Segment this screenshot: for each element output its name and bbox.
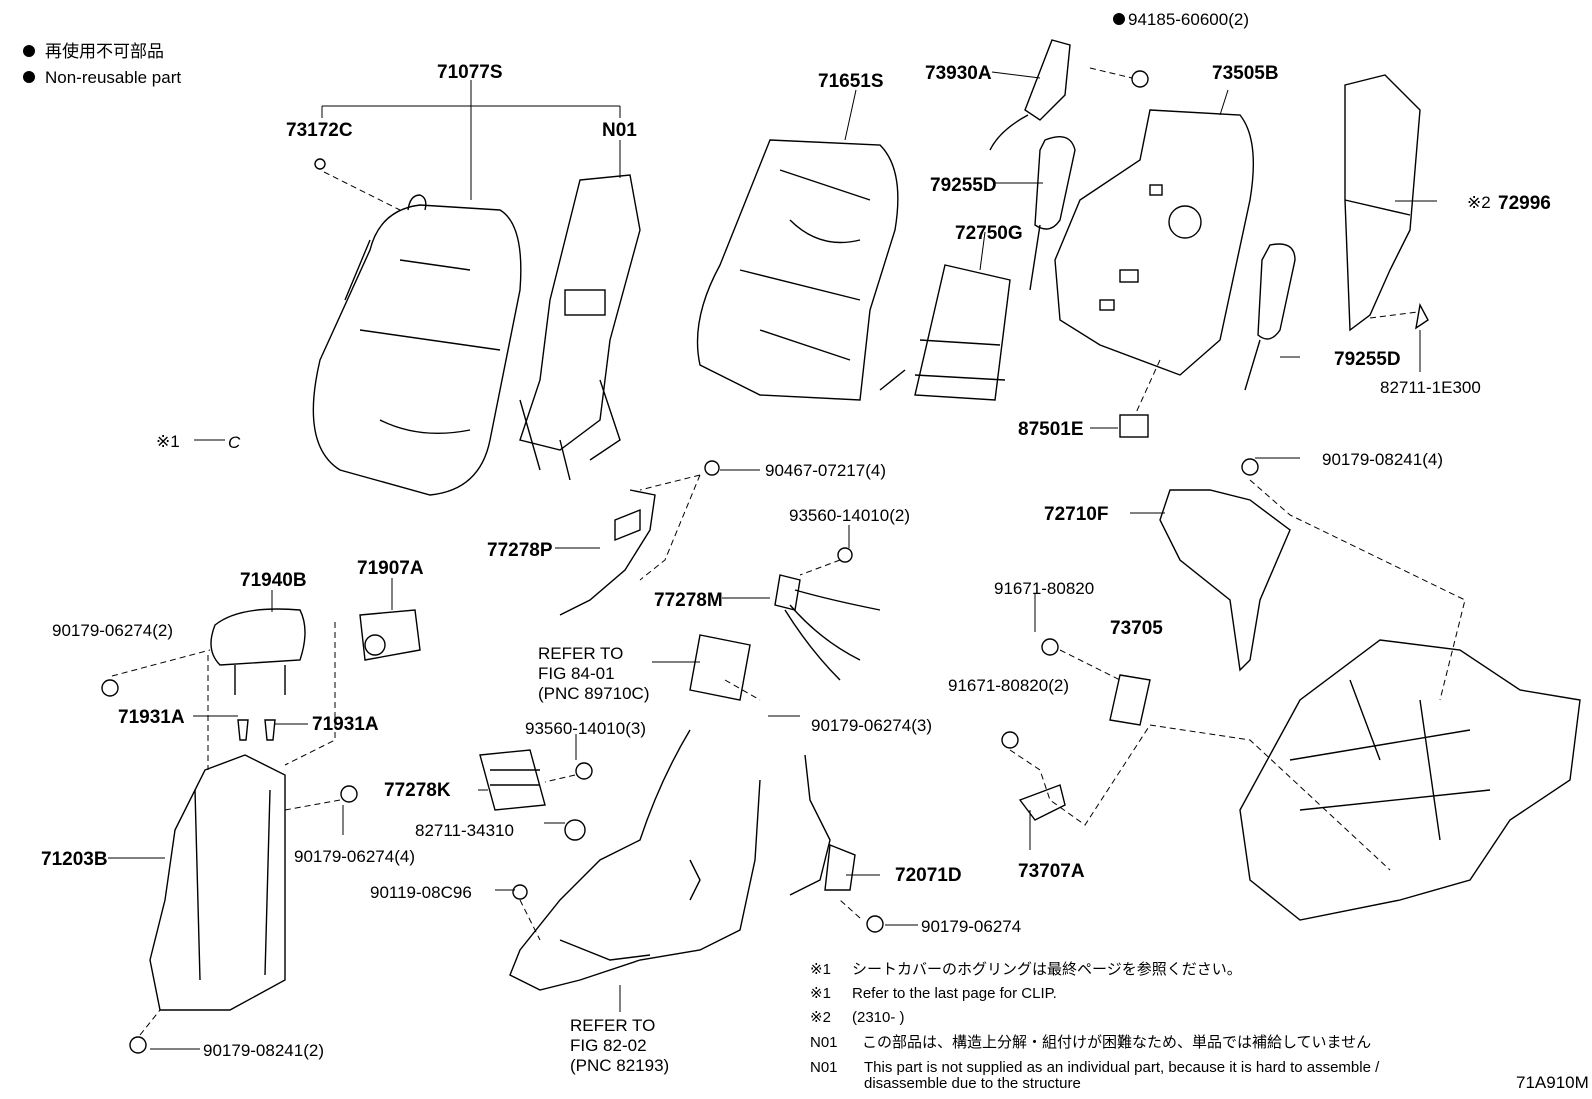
seat-frame-large (1239, 639, 1581, 921)
label-72071d: 72071D (895, 865, 962, 886)
label-73172c: 73172C (286, 120, 353, 141)
label-90467-07217: 90467-07217(4) (765, 461, 886, 480)
note-text: シートカバーのホグリングは最終ページを参照ください。 (852, 961, 1242, 978)
note-text: Refer to the last page for CLIP. (852, 985, 1057, 1002)
note-mark: N01 (810, 1034, 838, 1051)
diagram-code: 71A910M (1516, 1073, 1589, 1092)
harness-72071d (789, 754, 884, 933)
note-mark: ※2 (810, 1009, 831, 1026)
label-refer1-c: (PNC 89710C) (538, 684, 650, 703)
label-71203b: 71203B (41, 849, 108, 870)
label-79255d-right: 79255D (1334, 349, 1401, 370)
seatback-pad-71651s (696, 139, 899, 401)
note-text: This part is not supplied as an individu… (864, 1059, 1380, 1076)
legend: 再使用不可部品 Non-reusable part (23, 41, 181, 87)
label-note1-clip: C (228, 433, 241, 452)
label-90179-06274-2: 90179-06274(2) (52, 621, 173, 640)
label-79255d-left: 79255D (930, 175, 997, 196)
legend-en: Non-reusable part (45, 68, 181, 87)
label-77278p: 77278P (487, 540, 553, 561)
note-text: disassemble due to the structure (864, 1075, 1081, 1092)
note-text: この部品は、構造上分解・組付けが困難なため、単品では補給していません (862, 1034, 1371, 1051)
label-refer1-b: FIG 84-01 (538, 664, 615, 683)
lumbar-pad-79255d-right (1244, 243, 1296, 391)
note-mark: ※1 (810, 985, 831, 1002)
label-90119-08c96: 90119-08C96 (370, 883, 472, 902)
label-refer1-a: REFER TO (538, 644, 623, 663)
legend-jp: 再使用不可部品 (45, 41, 164, 61)
label-93560-14010-2: 93560-14010(2) (789, 506, 910, 525)
label-73705: 73705 (1110, 618, 1163, 639)
non-reusable-bullet-icon (23, 45, 35, 57)
notes: ※1 シートカバーのホグリングは最終ページを参照ください。 ※1 Refer t… (810, 961, 1589, 1092)
label-93560-14010-3: 93560-14010(3) (525, 719, 646, 738)
label-72750g: 72750G (955, 223, 1023, 244)
seatback-pad-n01 (519, 174, 641, 481)
seatback-cover-assembly (312, 158, 522, 496)
bracket-73705 (1001, 638, 1151, 749)
note-text: (2310- ) (852, 1009, 905, 1026)
label-71931a-right: 71931A (312, 714, 379, 735)
guide-71907a (359, 609, 421, 661)
label-90179-06274: 90179-06274 (921, 917, 1021, 936)
label-94185-60600: 94185-60600(2) (1128, 10, 1249, 29)
leader-lines (108, 67, 1466, 1050)
bracket-73707a (1018, 784, 1066, 821)
label-90179-08241-2: 90179-08241(2) (203, 1041, 324, 1060)
label-77278k: 77278K (384, 780, 451, 801)
label-refer2-c: (PNC 82193) (570, 1056, 669, 1075)
note-mark: N01 (810, 1059, 838, 1076)
label-91671-80820: 91671-80820 (994, 579, 1094, 598)
harness-82193 (509, 729, 761, 991)
cover-72996 (1344, 74, 1429, 332)
seatback-frame-71203b (129, 754, 358, 1054)
wire-harness-77278m (774, 547, 881, 681)
label-71077s: 71077S (437, 62, 503, 83)
label-90179-06274-4: 90179-06274(4) (294, 847, 415, 866)
label-73707a: 73707A (1018, 861, 1085, 882)
non-reusable-bullet-icon (23, 71, 35, 83)
label-90179-08241-4: 90179-08241(4) (1322, 450, 1443, 469)
label-87501e: 87501E (1018, 419, 1084, 440)
label-82711-1e300: 82711-1E300 (1380, 378, 1481, 397)
wire-harness-77278p (559, 460, 720, 616)
label-71931a-left: 71931A (118, 707, 185, 728)
side-airbag-73930a (989, 39, 1149, 151)
switch-87501e (1119, 414, 1149, 438)
label-72996-mark: ※2 (1467, 193, 1491, 212)
label-91671-80820-2: 91671-80820(2) (948, 676, 1069, 695)
label-77278m: 77278M (654, 590, 723, 611)
label-73930a: 73930A (925, 63, 992, 84)
label-refer2-b: FIG 82-02 (570, 1036, 647, 1055)
note-mark: ※1 (810, 961, 831, 978)
label-72710f: 72710F (1044, 504, 1108, 525)
label-note1-mark: ※1 (156, 432, 180, 451)
frame-72710f (1159, 458, 1291, 672)
label-71651s: 71651S (818, 71, 884, 92)
lumbar-pad-79255d-left (1029, 136, 1076, 291)
non-reusable-bullet-icon (1113, 13, 1125, 25)
label-82711-34310: 82711-34310 (415, 821, 514, 840)
part-labels: 71077S 73172C N01 71651S 73930A 94185-60… (41, 10, 1551, 1075)
module-89710c (689, 634, 751, 701)
label-72996: 72996 (1498, 193, 1551, 214)
label-n01: N01 (602, 120, 637, 141)
headrest-71940b (101, 608, 306, 741)
label-90179-06274-3: 90179-06274(3) (811, 716, 932, 735)
label-71940b: 71940B (240, 570, 307, 591)
harness-77278k (479, 749, 593, 841)
label-refer2-a: REFER TO (570, 1016, 655, 1035)
heater-72750g (879, 264, 1011, 401)
seatback-board-73505b (1054, 109, 1254, 376)
label-71907a: 71907A (357, 558, 424, 579)
label-73505b: 73505B (1212, 63, 1279, 84)
